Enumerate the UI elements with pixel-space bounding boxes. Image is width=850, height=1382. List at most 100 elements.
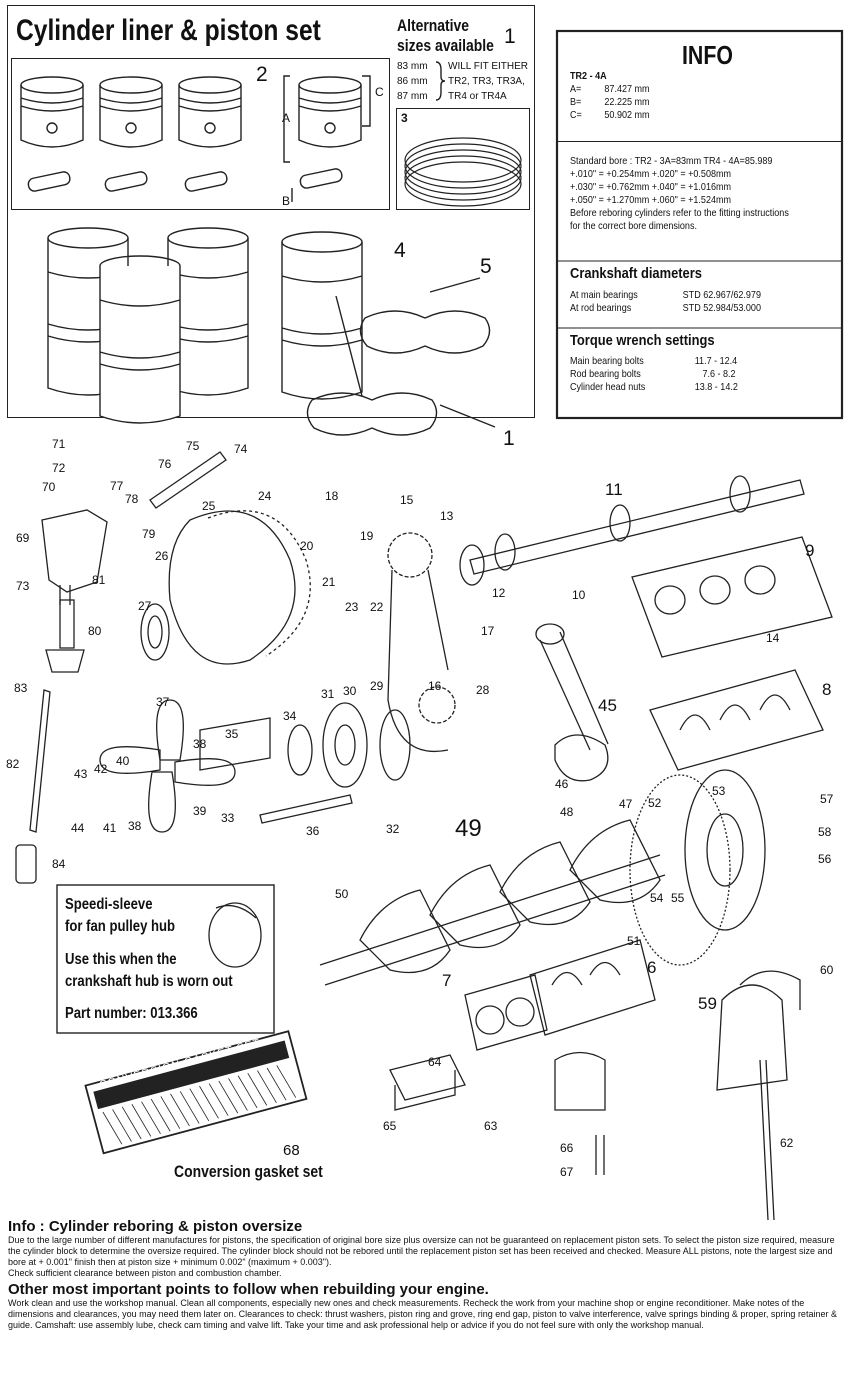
- dim-b-value: 22.225 mm: [604, 96, 650, 108]
- part-label-37: 37: [156, 695, 170, 709]
- info-divider: [558, 141, 842, 142]
- label-1b: 1: [503, 427, 515, 450]
- part-label-9: 9: [805, 541, 815, 560]
- dim-B: B: [282, 194, 291, 208]
- part-label-28: 28: [476, 683, 490, 697]
- part-label-65: 65: [383, 1119, 397, 1133]
- part-label-57: 57: [820, 792, 834, 806]
- crank-row-rod: At rod bearings STD 52.984/53.000: [570, 302, 761, 315]
- part-label-31: 31: [321, 687, 335, 701]
- part-label-36: 36: [306, 824, 320, 838]
- part-label-73: 73: [16, 579, 30, 593]
- size-83: 83 mm: [397, 61, 428, 72]
- part-label-53: 53: [712, 784, 726, 798]
- piston-rings: [404, 137, 522, 207]
- piston-set-box: [11, 58, 390, 210]
- part-label-21: 21: [322, 575, 336, 589]
- liner-gaskets: [306, 277, 496, 436]
- part-label-19: 19: [360, 529, 374, 543]
- info-bore: Standard bore : TR2 - 3A=83mm TR4 - 4A=8…: [570, 155, 824, 233]
- part-label-6: 6: [647, 958, 657, 977]
- fit-text: WILL FIT EITHER TR2, TR3, TR3A, TR4 or T…: [448, 59, 528, 104]
- cylinder-liners: [47, 227, 363, 424]
- torque-title: Torque wrench settings: [570, 332, 715, 349]
- info-dim-b: B=22.225 mm: [570, 96, 802, 109]
- speedi-line-2: for fan pulley hub: [65, 918, 176, 935]
- part-label-16: 16: [428, 679, 442, 693]
- alt-title-2: sizes available: [397, 36, 494, 55]
- part-label-55: 55: [671, 891, 685, 905]
- part-label-42: 42: [94, 762, 108, 776]
- dim-a-key: A=: [570, 83, 582, 95]
- info-dim-c: C=50.902 mm: [570, 109, 802, 122]
- panel-title: Cylinder liner & piston set: [16, 14, 321, 47]
- fit-line-3: TR4 or TR4A: [448, 91, 507, 102]
- part-label-45: 45: [598, 696, 617, 715]
- bore-line: Standard bore : TR2 - 3A=83mm TR4 - 4A=8…: [570, 155, 773, 167]
- part-label-25: 25: [202, 499, 216, 513]
- part-label-32: 32: [386, 822, 400, 836]
- speedi-line-3: Use this when the: [65, 951, 177, 968]
- part-label-38: 38: [128, 819, 142, 833]
- dim-a-value: 87.427 mm: [604, 83, 650, 95]
- part-label-69: 69: [16, 531, 30, 545]
- info-dim-a: A= 87.427 mm: [570, 83, 802, 96]
- part-label-76: 76: [158, 457, 172, 471]
- part-label-30: 30: [343, 684, 357, 698]
- part-label-13: 13: [440, 509, 454, 523]
- part-label-84: 84: [52, 857, 66, 871]
- part-label-51: 51: [627, 934, 641, 948]
- torque-head-value: 13.8 - 14.2: [694, 381, 738, 393]
- part-label-72: 72: [52, 461, 66, 475]
- gasket-num: 68: [283, 1142, 300, 1159]
- crank-rod-value: STD 52.984/53.000: [682, 302, 761, 314]
- part-label-23: 23: [345, 600, 359, 614]
- speedi-line-4: crankshaft hub is worn out: [65, 973, 233, 990]
- part-label-20: 20: [300, 539, 314, 553]
- label-5: 5: [480, 255, 492, 278]
- part-label-40: 40: [116, 754, 130, 768]
- part-label-41: 41: [103, 821, 117, 835]
- rebore-note-1: Before reboring cylinders refer to the f…: [570, 207, 789, 219]
- dim-C: C: [375, 85, 384, 99]
- dim-A: A: [282, 111, 291, 125]
- part-label-63: 63: [484, 1119, 498, 1133]
- footer-heading-1: Info : Cylinder reboring & piston oversi…: [8, 1218, 303, 1235]
- part-label-14: 14: [766, 631, 780, 645]
- part-label-44: 44: [71, 821, 85, 835]
- part-label-8: 8: [822, 680, 832, 699]
- part-label-50: 50: [335, 887, 349, 901]
- footer-paragraph-2: Work clean and use the workshop manual. …: [8, 1298, 837, 1330]
- crank-title: Crankshaft diameters: [570, 265, 702, 282]
- alt-num: 1: [504, 25, 516, 48]
- part-label-70: 70: [42, 480, 56, 494]
- part-label-81: 81: [92, 573, 106, 587]
- dim-c-key: C=: [570, 109, 582, 121]
- footer-paragraph-1: Due to the large number of different man…: [8, 1235, 835, 1267]
- part-label-7: 7: [442, 971, 452, 990]
- footer: Info : Cylinder reboring & piston oversi…: [8, 1218, 842, 1331]
- part-label-67: 67: [560, 1165, 574, 1179]
- part-label-47: 47: [619, 797, 633, 811]
- crank-rod-key: At rod bearings: [570, 302, 632, 314]
- alt-title-1: Alternative: [397, 16, 470, 35]
- label-4: 4: [394, 239, 406, 262]
- part-label-79: 79: [142, 527, 156, 541]
- crank-main-value: STD 62.967/62.979: [682, 289, 761, 301]
- oversize-2: +.030" = +0.762mm +.040" = +1.016mm: [570, 181, 732, 193]
- cylinder-liner-panel: [7, 5, 535, 418]
- part-label-10: 10: [572, 588, 586, 602]
- part-label-77: 77: [110, 479, 124, 493]
- part-label-11: 11: [605, 480, 623, 499]
- info-title: INFO: [682, 40, 733, 70]
- torque-row-head: Cylinder head nuts 13.8 - 14.2: [570, 381, 738, 394]
- torque-head-key: Cylinder head nuts: [570, 381, 646, 393]
- part-label-56: 56: [818, 852, 832, 866]
- torque-main-value: 11.7 - 12.4: [694, 355, 738, 367]
- label-2: 2: [256, 63, 268, 86]
- label-3: 3: [401, 111, 408, 125]
